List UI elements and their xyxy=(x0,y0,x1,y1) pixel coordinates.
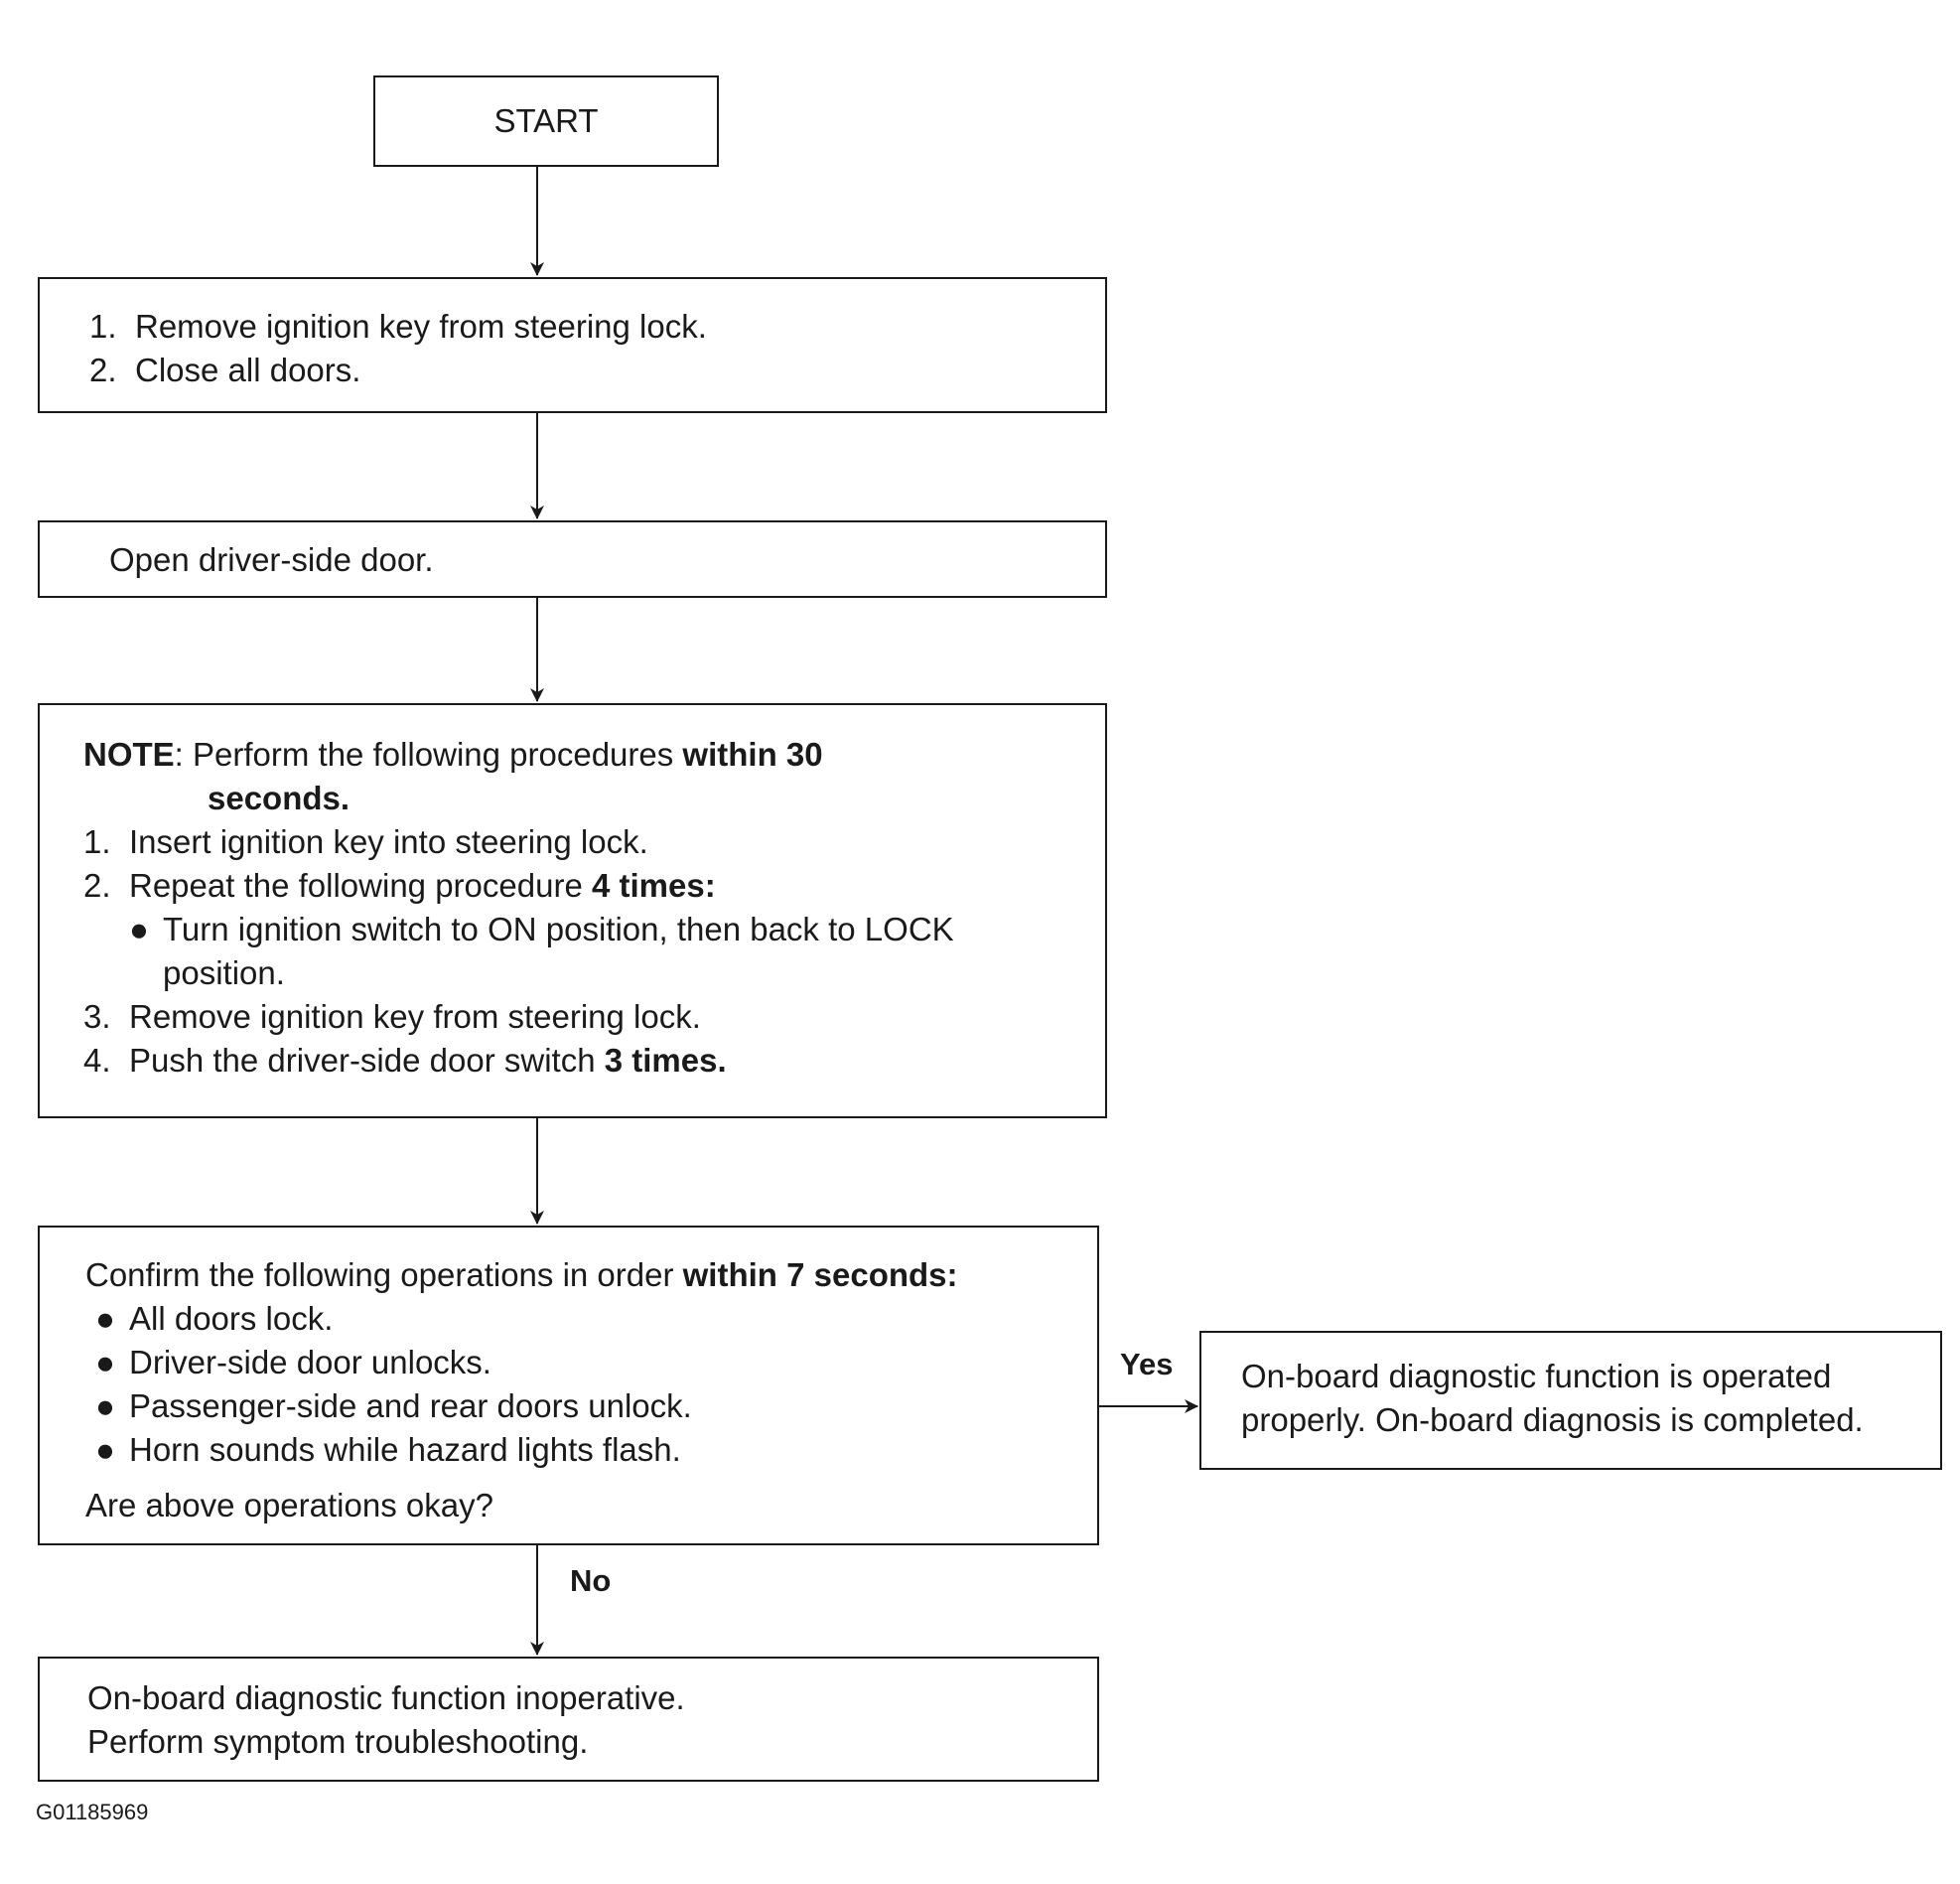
step3-item: 1.Insert ignition key into steering lock… xyxy=(83,823,648,860)
bullet-icon: ● xyxy=(95,1387,115,1424)
step1-box: 1.Remove ignition key from steering lock… xyxy=(38,277,1107,413)
bullet-icon: ● xyxy=(95,1300,115,1337)
start-label: START xyxy=(493,102,599,139)
note-line: NOTE: Perform the following procedures w… xyxy=(83,736,823,773)
yes-label: Yes xyxy=(1120,1347,1174,1381)
step2-text: Open driver-side door. xyxy=(109,541,434,578)
bullet-icon: ● xyxy=(129,911,149,947)
figure-code: G01185969 xyxy=(36,1800,149,1824)
step2-box: Open driver-side door. xyxy=(38,520,1107,598)
bullet-icon: ● xyxy=(95,1431,115,1468)
step4-bullet: ●Horn sounds while hazard lights flash. xyxy=(85,1428,1097,1472)
step4-bullet: ●All doors lock. xyxy=(85,1297,1097,1341)
step4-bullet: ●Driver-side door unlocks. xyxy=(85,1341,1097,1384)
bullet-icon: ● xyxy=(95,1344,115,1380)
step3-item: 3.Remove ignition key from steering lock… xyxy=(83,998,701,1035)
step3-box: NOTE: Perform the following procedures w… xyxy=(38,703,1107,1118)
step4-bullet: ●Passenger-side and rear doors unlock. xyxy=(85,1384,1097,1428)
step1-item: 2.Close all doors. xyxy=(89,352,361,388)
step3-bullet-cont: position. xyxy=(163,954,285,991)
note-line-2: seconds. xyxy=(208,780,350,816)
result-yes-box: On-board diagnostic function is operated… xyxy=(1199,1331,1942,1470)
step3-item: 4.Push the driver-side door switch 3 tim… xyxy=(83,1042,727,1079)
step3-bullet: ●Turn ignition switch to ON position, th… xyxy=(83,908,1105,951)
note-label: NOTE xyxy=(83,736,175,773)
step1-item: 1.Remove ignition key from steering lock… xyxy=(89,308,707,345)
step3-item: 2.Repeat the following procedure 4 times… xyxy=(83,867,716,904)
step4-box: Confirm the following operations in orde… xyxy=(38,1226,1099,1545)
no-label: No xyxy=(570,1563,612,1598)
result-no-box: On-board diagnostic function inoperative… xyxy=(38,1657,1099,1782)
step4-question: Are above operations okay? xyxy=(85,1487,493,1523)
step4-intro: Confirm the following operations in orde… xyxy=(85,1256,958,1293)
start-box: START xyxy=(373,75,719,167)
